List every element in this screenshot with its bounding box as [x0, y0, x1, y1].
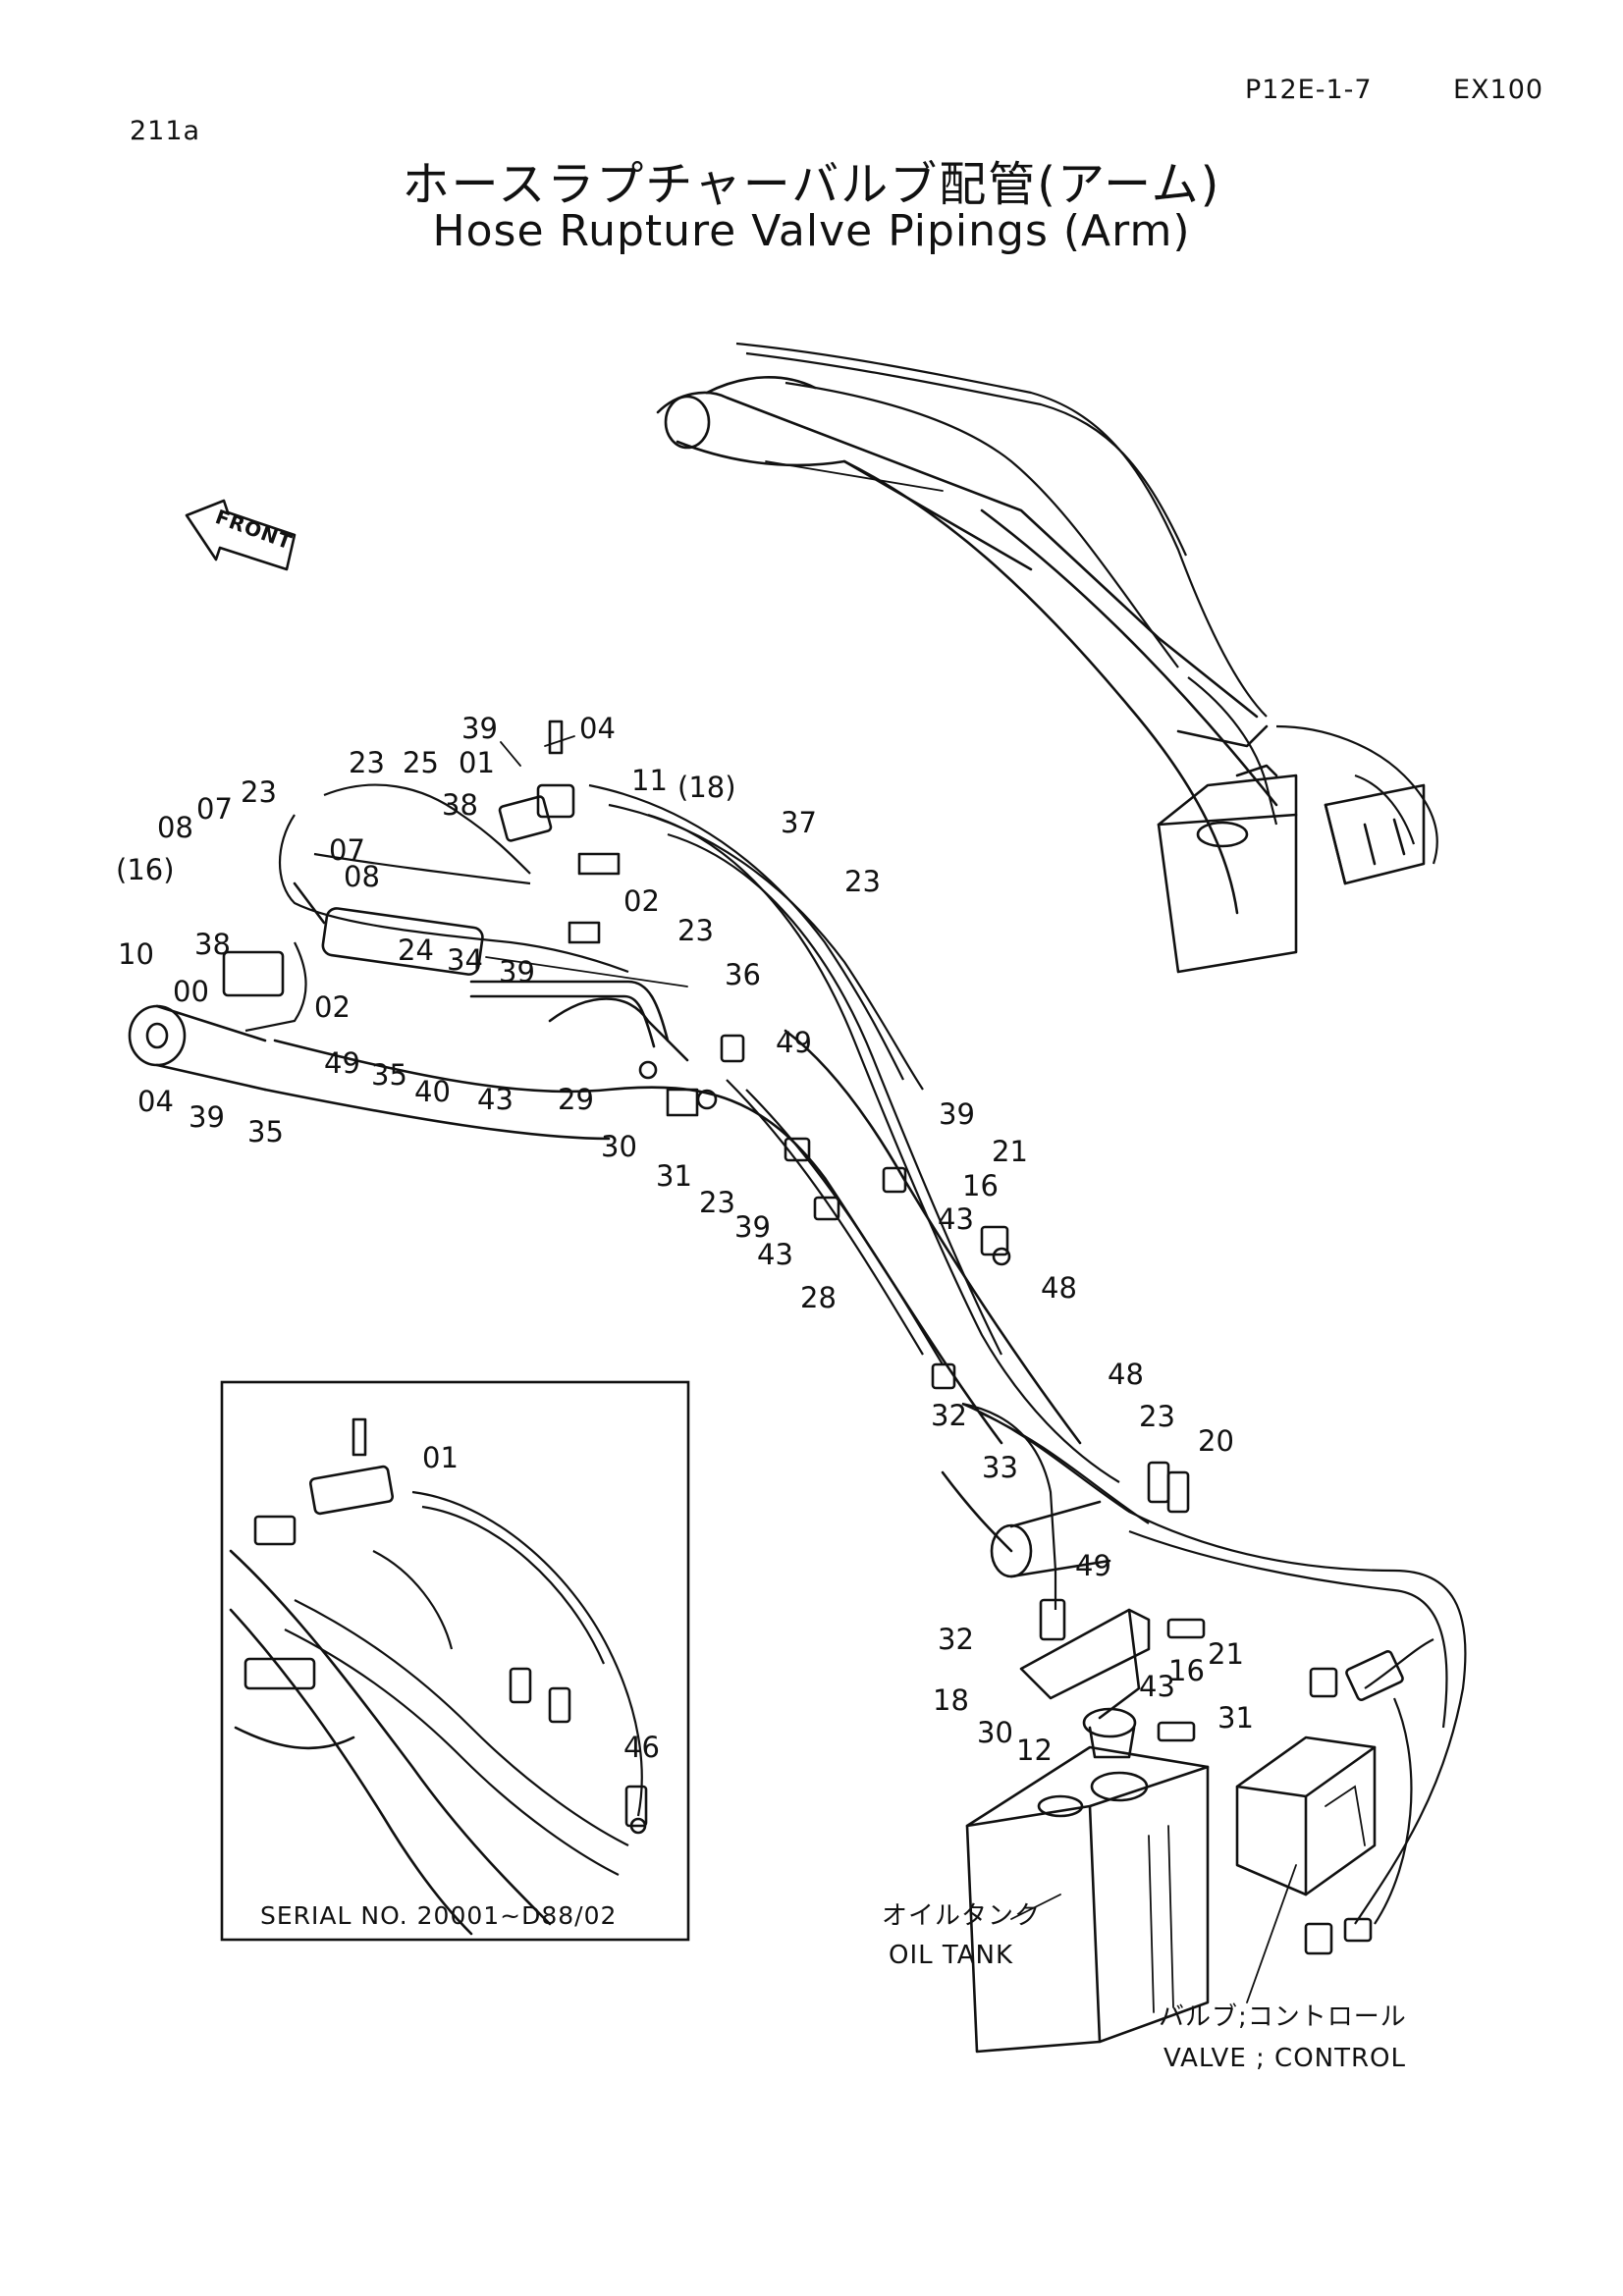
callout-36: 36 — [725, 958, 761, 991]
callout-25: 25 — [403, 746, 439, 779]
upper-control-valve — [1324, 783, 1426, 885]
callout-00: 00 — [173, 975, 209, 1008]
doc-code: P12E-1-7 — [1245, 75, 1373, 105]
callout-26: 12 — [1016, 1734, 1053, 1767]
callout-08: 08 — [157, 811, 193, 844]
callout-02: 02 — [314, 990, 351, 1024]
callout-44: 21 — [992, 1135, 1028, 1168]
callout-23: 23 — [349, 746, 385, 779]
callout-30: 30 — [977, 1716, 1013, 1749]
callout-07: 07 — [196, 792, 233, 826]
callout-45: 16 — [962, 1169, 999, 1202]
callout-40: 40 — [414, 1075, 451, 1108]
callout-32: 32 — [931, 1399, 967, 1432]
callout-43: 43 — [1139, 1670, 1175, 1703]
callout-08: 08 — [344, 860, 380, 893]
callout-31: 31 — [656, 1159, 692, 1193]
callout-45: 16 — [1168, 1654, 1205, 1687]
oil-tank-label-ja: オイルタンク — [882, 1901, 1041, 1931]
callout-37: 37 — [781, 806, 817, 839]
hose-lines — [244, 342, 1467, 1925]
callout-48: 48 — [1108, 1358, 1144, 1391]
callout-35: 35 — [371, 1058, 407, 1092]
callout-16-ref: (16) — [116, 853, 175, 886]
callout-29: 29 — [558, 1083, 594, 1116]
callout-39: 39 — [734, 1210, 771, 1244]
callout-44: 21 — [1208, 1637, 1244, 1671]
callout-18-ref: (18) — [677, 771, 736, 804]
callout-23: 23 — [1139, 1400, 1175, 1433]
callout-32: 32 — [938, 1623, 974, 1656]
inset-callout-46: 46 — [623, 1731, 660, 1764]
fittings — [222, 720, 1404, 1955]
title-japanese: ホースラプチャーバルブ配管(アーム) — [402, 157, 1221, 212]
callout-23: 23 — [844, 865, 881, 898]
front-arrow-icon: FRONT — [185, 499, 297, 571]
inset-panel — [220, 1380, 690, 1942]
oil-tank-label-en: OIL TANK — [889, 1941, 1013, 1970]
inset-callout-01: 01 — [422, 1441, 459, 1474]
front-arrow-label: FRONT — [212, 505, 296, 554]
title-english: Hose Rupture Valve Pipings (Arm) — [432, 206, 1191, 256]
callout-39: 39 — [461, 712, 498, 745]
callout-27: 18 — [933, 1683, 969, 1717]
callout-01: 01 — [459, 746, 495, 779]
callout-43: 43 — [938, 1202, 974, 1236]
callout-39: 39 — [939, 1097, 975, 1131]
callout-49: 49 — [324, 1046, 360, 1080]
callout-23: 23 — [241, 775, 277, 809]
callout-20: 20 — [1198, 1424, 1234, 1458]
callout-38: 38 — [442, 788, 478, 822]
callout-02: 02 — [623, 884, 660, 918]
callout-48: 48 — [1041, 1271, 1077, 1305]
inset-serial-note: SERIAL NO. 20001~D88/02 — [260, 1901, 617, 1930]
callout-43: 43 — [757, 1238, 793, 1271]
callout-28: 28 — [800, 1281, 837, 1314]
callout-31: 31 — [1217, 1701, 1254, 1735]
upper-tank — [1157, 764, 1298, 974]
callout-34: 34 — [447, 943, 483, 977]
callout-49: 49 — [776, 1026, 812, 1059]
callout-39: 39 — [499, 955, 535, 988]
valve-label-en: VALVE ; CONTROL — [1163, 2044, 1406, 2073]
control-valve — [1235, 1735, 1377, 1896]
callout-39: 39 — [189, 1100, 225, 1134]
callout-35-ref: 35 — [247, 1115, 284, 1148]
callout-33: 33 — [982, 1451, 1018, 1484]
callout-23: 23 — [677, 914, 714, 947]
oil-tank — [965, 1745, 1210, 2054]
callout-04: 04 — [579, 712, 616, 745]
callout-43: 43 — [477, 1083, 514, 1116]
callout-11: 11 — [631, 764, 668, 797]
callout-38: 38 — [194, 928, 231, 961]
valve-label-ja: バルブ;コントロール — [1159, 2002, 1407, 2032]
callout-labels: 39 04 11 (18) 23 25 01 38 07 23 08 (16) … — [116, 712, 1254, 1767]
callout-49: 49 — [1075, 1549, 1111, 1582]
callout-24: 24 — [398, 934, 434, 967]
callout-10: 10 — [118, 937, 154, 971]
callout-30: 30 — [601, 1130, 637, 1163]
arm-structure — [128, 376, 1278, 1578]
callout-07: 07 — [329, 833, 365, 867]
model-code: EX100 — [1453, 75, 1544, 105]
page-ref: 211a — [130, 116, 201, 146]
callout-23: 23 — [699, 1186, 735, 1219]
manifold-block — [1019, 1608, 1151, 1759]
callout-04: 04 — [137, 1085, 174, 1118]
